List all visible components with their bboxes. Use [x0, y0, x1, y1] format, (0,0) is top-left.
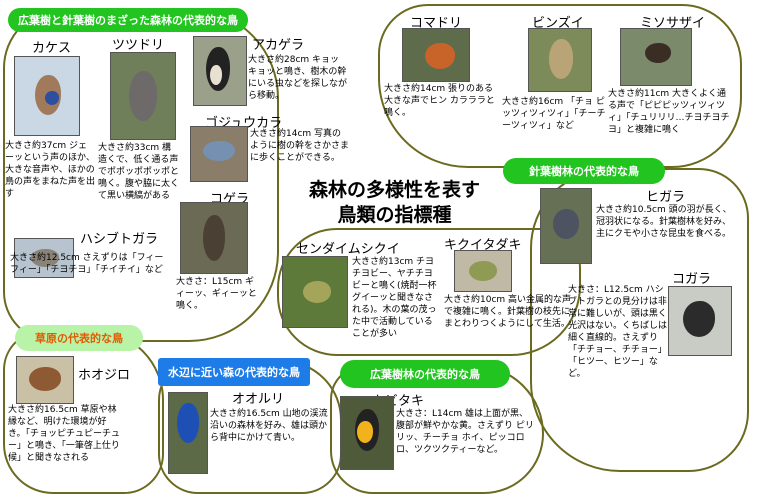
desc-tsutsudori: 大きさ約33cm 構造くで、低く通る声でポポッポポッポと鳴く。腹や脇に太くて黒い…	[98, 143, 180, 201]
photo-komadori	[402, 28, 470, 82]
desc-hashibutogara: 大きさ約12.5cm さえずりは「フィーフィー」「チヨチヨ」「チイチイ」など	[10, 253, 164, 275]
desc-binzui: 大きさ約16cm 「チョ ピッツィツィツィ」「チーチーツィツィ」など	[502, 97, 606, 131]
page-title: 森林の多様性を表す 鳥類の指標種	[282, 178, 507, 228]
sendaimushikui-bird-shape	[303, 281, 331, 303]
desc-kogara: 大きさ：L12.5cm ハシブトガラとの見分けは非常に難しいが、頭は黒く光沢はな…	[568, 285, 668, 379]
photo-goshuukara	[190, 126, 248, 182]
kakesu-wing-shape	[45, 91, 59, 105]
bird-name-komadori: コマドリ	[410, 16, 463, 31]
photo-hoojiro	[16, 356, 74, 404]
bird-name-hashibutogara: ハシブトガラ	[80, 232, 159, 247]
desc-kibitaki: 大きさ：L14cm 雄は上面が黒、腹部が鮮やかな黄。さえずり ピリリッ、チーチョ…	[396, 409, 534, 455]
header-waterside: 水辺に近い森の代表的な鳥	[158, 358, 310, 386]
bird-name-sendaimushikui: センダイムシクイ	[296, 242, 400, 257]
photo-kakesu	[14, 56, 80, 136]
binzui-bird-shape	[549, 39, 573, 79]
header-broadleaf-forest: 広葉樹林の代表的な鳥	[340, 360, 510, 388]
desc-kikuitadaki: 大きさ約10cm 高い金属的な声で複雑に鳴く。針葉樹の枝先にまとわりつくようにし…	[444, 295, 572, 329]
kogara-bird-shape	[683, 301, 715, 337]
title-line-1: 森林の多様性を表す	[308, 179, 480, 201]
header-conifer-forest: 針葉樹林の代表的な鳥	[503, 158, 665, 184]
ooruri-bird-shape	[177, 403, 199, 443]
bird-name-ooruri: オオルリ	[232, 392, 285, 407]
bird-name-kakesu: カケス	[32, 41, 72, 56]
kibitaki-belly-shape	[357, 421, 373, 443]
bird-name-tsutsudori: ツツドリ	[112, 38, 165, 53]
photo-hashibutogara	[14, 238, 74, 278]
bird-name-akagera: アカゲラ	[252, 38, 305, 53]
bird-name-binzui: ビンズイ	[532, 16, 584, 31]
header-mixed-forest: 広葉樹と針葉樹のまざった森林の代表的な鳥	[8, 8, 248, 32]
photo-higara	[540, 188, 592, 264]
kikuitadaki-bird-shape	[469, 261, 497, 281]
photo-kogara	[668, 286, 732, 356]
center-region	[277, 228, 581, 356]
desc-akagera: 大きさ約28cm キョッキョッと鳴き、樹木の幹にいる虫などを探しながら移動。	[248, 55, 348, 101]
photo-akagera	[193, 36, 247, 106]
photo-tsutsudori	[110, 52, 176, 140]
photo-misosazai	[620, 28, 692, 86]
desc-kakesu: 大きさ約37cm ジェーッという声のほか、大きな音声や、ほかの鳥の声をまねた声を…	[5, 141, 96, 199]
higara-bird-shape	[553, 209, 579, 239]
photo-binzui	[528, 28, 592, 92]
desc-higara: 大きさ約10.5cm 頭の羽が長く、冠羽状になる。針葉樹林を好み、主にクモや小さ…	[596, 205, 732, 239]
tsutsudori-bird-shape	[129, 71, 157, 121]
title-line-2: 鳥類の指標種	[337, 204, 452, 226]
photo-ooruri	[168, 392, 208, 474]
akagera-belly-shape	[210, 65, 222, 85]
kogera-bird-shape	[203, 215, 225, 261]
header-grassland: 草原の代表的な鳥	[15, 325, 143, 351]
photo-kibitaki	[340, 396, 394, 470]
desc-ooruri: 大きさ約16.5cm 山地の渓流沿いの森林を好み、雄は頭から背中にかけて青い。	[210, 409, 328, 443]
photo-sendaimushikui	[282, 256, 348, 328]
bird-name-hoojiro: ホオジロ	[78, 368, 131, 383]
bird-name-kikuitadaki: キクイタダキ	[444, 238, 522, 253]
photo-kogera	[180, 202, 248, 274]
desc-komadori: 大きさ約14cm 張りのある大きな声でヒン カラララと鳴く。	[384, 84, 495, 118]
desc-sendaimushikui: 大きさ約13cm チヨチヨビー、ヤチチヨビーと鳴く(焼酎一杯グイーッと聞きなされ…	[352, 257, 437, 339]
desc-misosazai: 大きさ約11cm 大きくよく通る声で「ピピピッツィツィツィ」「チュリリリ…チヨチ…	[608, 89, 730, 135]
bird-name-misosazai: ミソサザイ	[640, 16, 706, 31]
desc-hoojiro: 大きさ約16.5cm 草原や林縁など、明けた環境が好き。「チョッピチュピーチュー…	[8, 405, 121, 463]
komadori-bird-shape	[425, 43, 455, 69]
goshuukara-bird-shape	[203, 141, 235, 161]
bird-name-kogara: コガラ	[672, 272, 712, 287]
photo-kikuitadaki	[454, 250, 512, 292]
hoojiro-bird-shape	[29, 367, 61, 391]
hashibutogara-bird-shape	[31, 249, 59, 267]
desc-kogera: 大きさ：L15cm ギィーッ、ギィーッと鳴く。	[176, 277, 257, 311]
bird-name-higara: ヒガラ	[646, 190, 686, 205]
misosazai-bird-shape	[645, 43, 671, 63]
desc-goshuukara: 大きさ約14cm 写真のように樹の幹をさかさまに歩くことができる。	[250, 129, 350, 163]
